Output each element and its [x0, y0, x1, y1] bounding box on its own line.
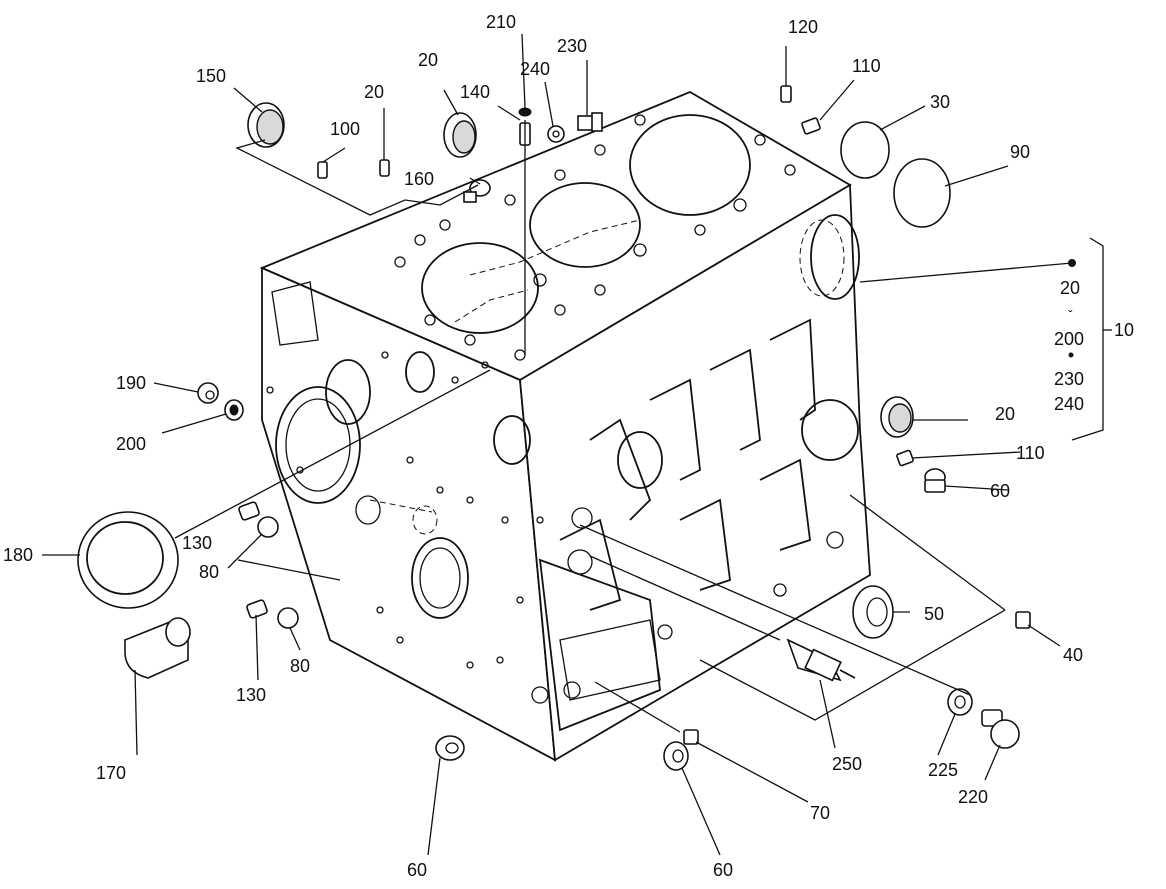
dowel-20: [379, 159, 390, 177]
plug-90: [893, 158, 951, 228]
bushing-130-lower: [246, 599, 268, 619]
plug-30: [840, 121, 890, 179]
callout-label: 110: [852, 56, 881, 76]
callout-label: 240: [520, 59, 550, 79]
callout-label: 60: [407, 860, 427, 880]
cylinder-block: [259, 90, 871, 762]
plug-220: [981, 709, 1020, 749]
callout-label: 90: [1010, 142, 1030, 162]
washer-240: [547, 125, 565, 143]
plug-60-bottom-right: [663, 741, 689, 771]
callout-label: 160: [404, 169, 434, 189]
washer-200: [224, 399, 244, 421]
plug-20-right: [880, 396, 914, 438]
svg-text:ˇ: ˇ: [1068, 307, 1073, 323]
bushing-130-upper: [238, 501, 260, 521]
callout-label: 70: [810, 803, 830, 823]
plug-20-top: [443, 112, 477, 158]
dowel-120: [780, 85, 792, 103]
kit-label: 10: [1114, 320, 1134, 340]
callout-label: 170: [96, 763, 126, 783]
callout-label: 150: [196, 66, 226, 86]
callout-label: 210: [486, 12, 516, 32]
callout-label: 60: [713, 860, 733, 880]
callout-label: 100: [330, 119, 360, 139]
plug-80-upper: [257, 516, 279, 538]
callout-label: 230: [557, 36, 587, 56]
callout-label: 120: [788, 17, 818, 37]
bolt-230: [577, 112, 603, 132]
callout-labels: 150 100 20 20 140 210 240 230 160 120 11…: [3, 12, 1083, 880]
kit-group: 10 20 ˇ 200 230 240: [1054, 278, 1134, 414]
callout-label: 50: [924, 604, 944, 624]
plug-80-lower: [277, 607, 299, 629]
dowel-110-right: [896, 449, 914, 467]
leader-lines: [42, 33, 1073, 856]
nut-190: [197, 382, 219, 404]
callout-label: 200: [116, 434, 146, 454]
callout-label: 190: [116, 373, 146, 393]
callout-label: 40: [1063, 645, 1083, 665]
callout-label: 80: [290, 656, 310, 676]
kit-item: 20: [1060, 278, 1080, 298]
washer-225: [947, 688, 973, 716]
callout-label: 250: [832, 754, 862, 774]
kit-bracket: [1071, 237, 1104, 441]
seal-180: [77, 511, 179, 609]
sensor-250: [786, 638, 856, 682]
plug-40: [1015, 611, 1031, 629]
callout-label: 60: [990, 481, 1010, 501]
callout-label: 20: [418, 50, 438, 70]
callout-label: 225: [928, 760, 958, 780]
callout-label: 110: [1016, 443, 1045, 463]
callout-label: 20: [364, 82, 384, 102]
callout-label: 130: [182, 533, 212, 553]
dowel-100: [317, 161, 328, 179]
plug-150: [247, 102, 285, 148]
callout-label: 180: [3, 545, 33, 565]
cup-170: [124, 617, 191, 679]
callout-label: 20: [995, 404, 1015, 424]
kit-item: 200: [1054, 329, 1084, 349]
kit-item: 240: [1054, 394, 1084, 414]
washer-210: [518, 107, 532, 117]
plug-70: [683, 729, 699, 745]
bushing-50: [852, 585, 894, 639]
callout-label: 140: [460, 82, 490, 102]
fitting-160: [463, 179, 491, 203]
kit-item: 230: [1054, 369, 1084, 389]
callout-label: 30: [930, 92, 950, 112]
dowel-110-top: [801, 117, 821, 135]
callout-label: 130: [236, 685, 266, 705]
callout-label: 220: [958, 787, 988, 807]
plug-60-right: [924, 468, 946, 493]
callout-label: 80: [199, 562, 219, 582]
plug-60-bottom-left: [435, 735, 465, 761]
